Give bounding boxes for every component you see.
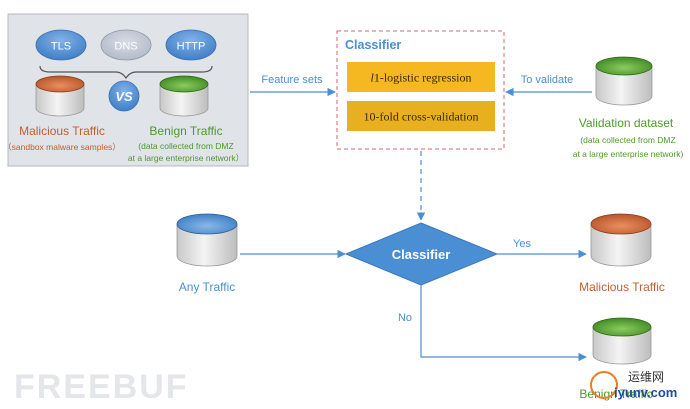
protocol-bracket: [39, 65, 213, 80]
classifier-box-title: Classifier: [345, 38, 401, 52]
benign-traffic-note-2: at a large enterprise network）: [128, 153, 244, 163]
any-traffic-db-icon: [176, 213, 238, 267]
validation-db-icon: [595, 56, 653, 106]
validation-note-2: at a large enterprise network): [573, 149, 684, 159]
validation-note-1: (data collected from DMZ: [580, 135, 675, 145]
protocol-tls-label: TLS: [51, 41, 71, 53]
iyunv-watermark: 运维网 iyunv.com: [590, 370, 677, 400]
benign-db-icon: [159, 75, 209, 117]
method-logistic-regression-label: l1-logistic regression: [371, 71, 472, 85]
to-validate-label: To validate: [521, 74, 574, 86]
output-malicious-label: Malicious Traffic: [579, 280, 665, 294]
feature-sets-label: Feature sets: [261, 74, 323, 86]
vs-icon: VS: [108, 80, 140, 112]
benign-traffic-label: Benign Traffic: [149, 124, 222, 138]
no-arrow: [420, 285, 587, 362]
decision-label: Classifier: [392, 247, 451, 262]
any-traffic-label: Any Traffic: [179, 280, 235, 294]
classifier-box: [336, 30, 505, 150]
yes-label: Yes: [513, 238, 531, 250]
no-label: No: [398, 312, 412, 324]
protocol-http-label: HTTP: [177, 41, 206, 53]
protocol-http: HTTP: [165, 29, 217, 61]
freebuf-watermark: FREEBUF: [14, 368, 189, 406]
malicious-traffic-note: （sandbox malware samples）: [3, 142, 121, 152]
benign-traffic-note-1: (data collected from DMZ: [138, 141, 233, 151]
iyunv-watermark-cn: 运维网: [628, 370, 664, 384]
output-malicious-db-icon: [590, 213, 652, 267]
protocol-dns: DNS: [100, 29, 152, 61]
output-benign-db-icon: [592, 317, 652, 365]
malicious-traffic-label: Malicious Traffic: [19, 124, 105, 138]
validation-dataset-label: Validation dataset: [579, 116, 674, 130]
protocol-tls: TLS: [35, 29, 87, 61]
vs-label: VS: [115, 89, 133, 104]
malicious-db-icon: [35, 75, 85, 117]
iyunv-watermark-en: iyunv.com: [614, 385, 677, 400]
method-cross-validation: [347, 101, 495, 131]
method-logistic-regression: [347, 62, 495, 92]
protocol-dns-label: DNS: [114, 41, 137, 53]
method-cross-validation-label: 10-fold cross-validation: [364, 110, 479, 124]
